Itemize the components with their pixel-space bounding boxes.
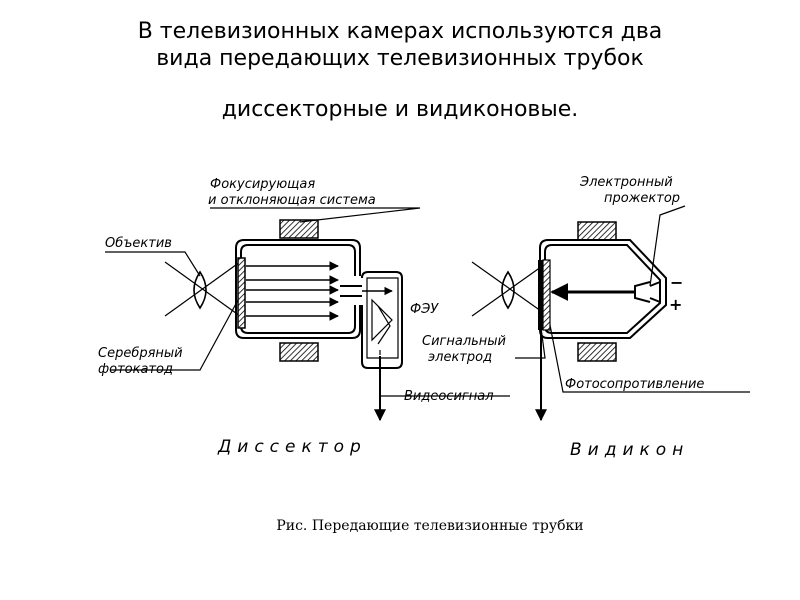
label-silver-cathode-1: Серебряный bbox=[98, 346, 183, 361]
label-objective: Объектив bbox=[105, 236, 172, 251]
title-line-3: диссекторные и видиконовые. bbox=[221, 97, 579, 122]
vidicon-lens bbox=[471, 261, 549, 317]
label-silver-cathode-2: фотокатод bbox=[98, 362, 173, 377]
photomultiplier bbox=[361, 271, 403, 369]
signal-electrode bbox=[538, 260, 543, 330]
vidicon-diagram: Электронный прожектор Сигнальный электро… bbox=[422, 175, 750, 460]
label-electron-gun-2: прожектор bbox=[604, 191, 680, 206]
dissector-name: Диссектор bbox=[217, 437, 367, 457]
electron-gun bbox=[634, 281, 661, 303]
leader-lines-left bbox=[105, 207, 510, 397]
vidicon-coil-bottom bbox=[577, 342, 617, 362]
vidicon-tube bbox=[539, 239, 667, 339]
leader-lines-right bbox=[515, 205, 750, 393]
minus-sign: − bbox=[670, 273, 683, 292]
electron-beams bbox=[246, 261, 339, 321]
vidicon-name: Видикон bbox=[570, 440, 689, 460]
label-video-signal: Видеосигнал bbox=[404, 389, 494, 404]
dissector-diagram: Фокусирующая и отклоняющая система Объек… bbox=[98, 177, 510, 457]
figure-caption: Рис. Передающие телевизионные трубки bbox=[276, 518, 584, 534]
silver-photocathode bbox=[237, 257, 246, 329]
objective-lens bbox=[164, 261, 241, 317]
dissector-tube bbox=[235, 239, 362, 339]
focusing-coil-bottom bbox=[279, 342, 319, 362]
title-line-2: вида передающих телевизионных трубок bbox=[156, 46, 644, 71]
focusing-coil-top bbox=[279, 219, 319, 239]
label-focusing-system-1: Фокусирующая bbox=[210, 177, 315, 192]
label-signal-electrode-2: электрод bbox=[428, 350, 492, 365]
label-focusing-system-2: и отклоняющая система bbox=[208, 193, 376, 208]
photoresistor-layer bbox=[542, 259, 551, 331]
title-line-1: В телевизионных камерах используются два bbox=[137, 19, 663, 44]
label-photoresistor: Фотосопротивление bbox=[565, 377, 704, 392]
label-electron-gun-1: Электронный bbox=[579, 175, 673, 190]
label-feu: ФЭУ bbox=[410, 302, 439, 317]
label-signal-electrode-1: Сигнальный bbox=[422, 334, 506, 349]
vidicon-coil-top bbox=[577, 221, 617, 241]
plus-sign: + bbox=[669, 295, 682, 314]
